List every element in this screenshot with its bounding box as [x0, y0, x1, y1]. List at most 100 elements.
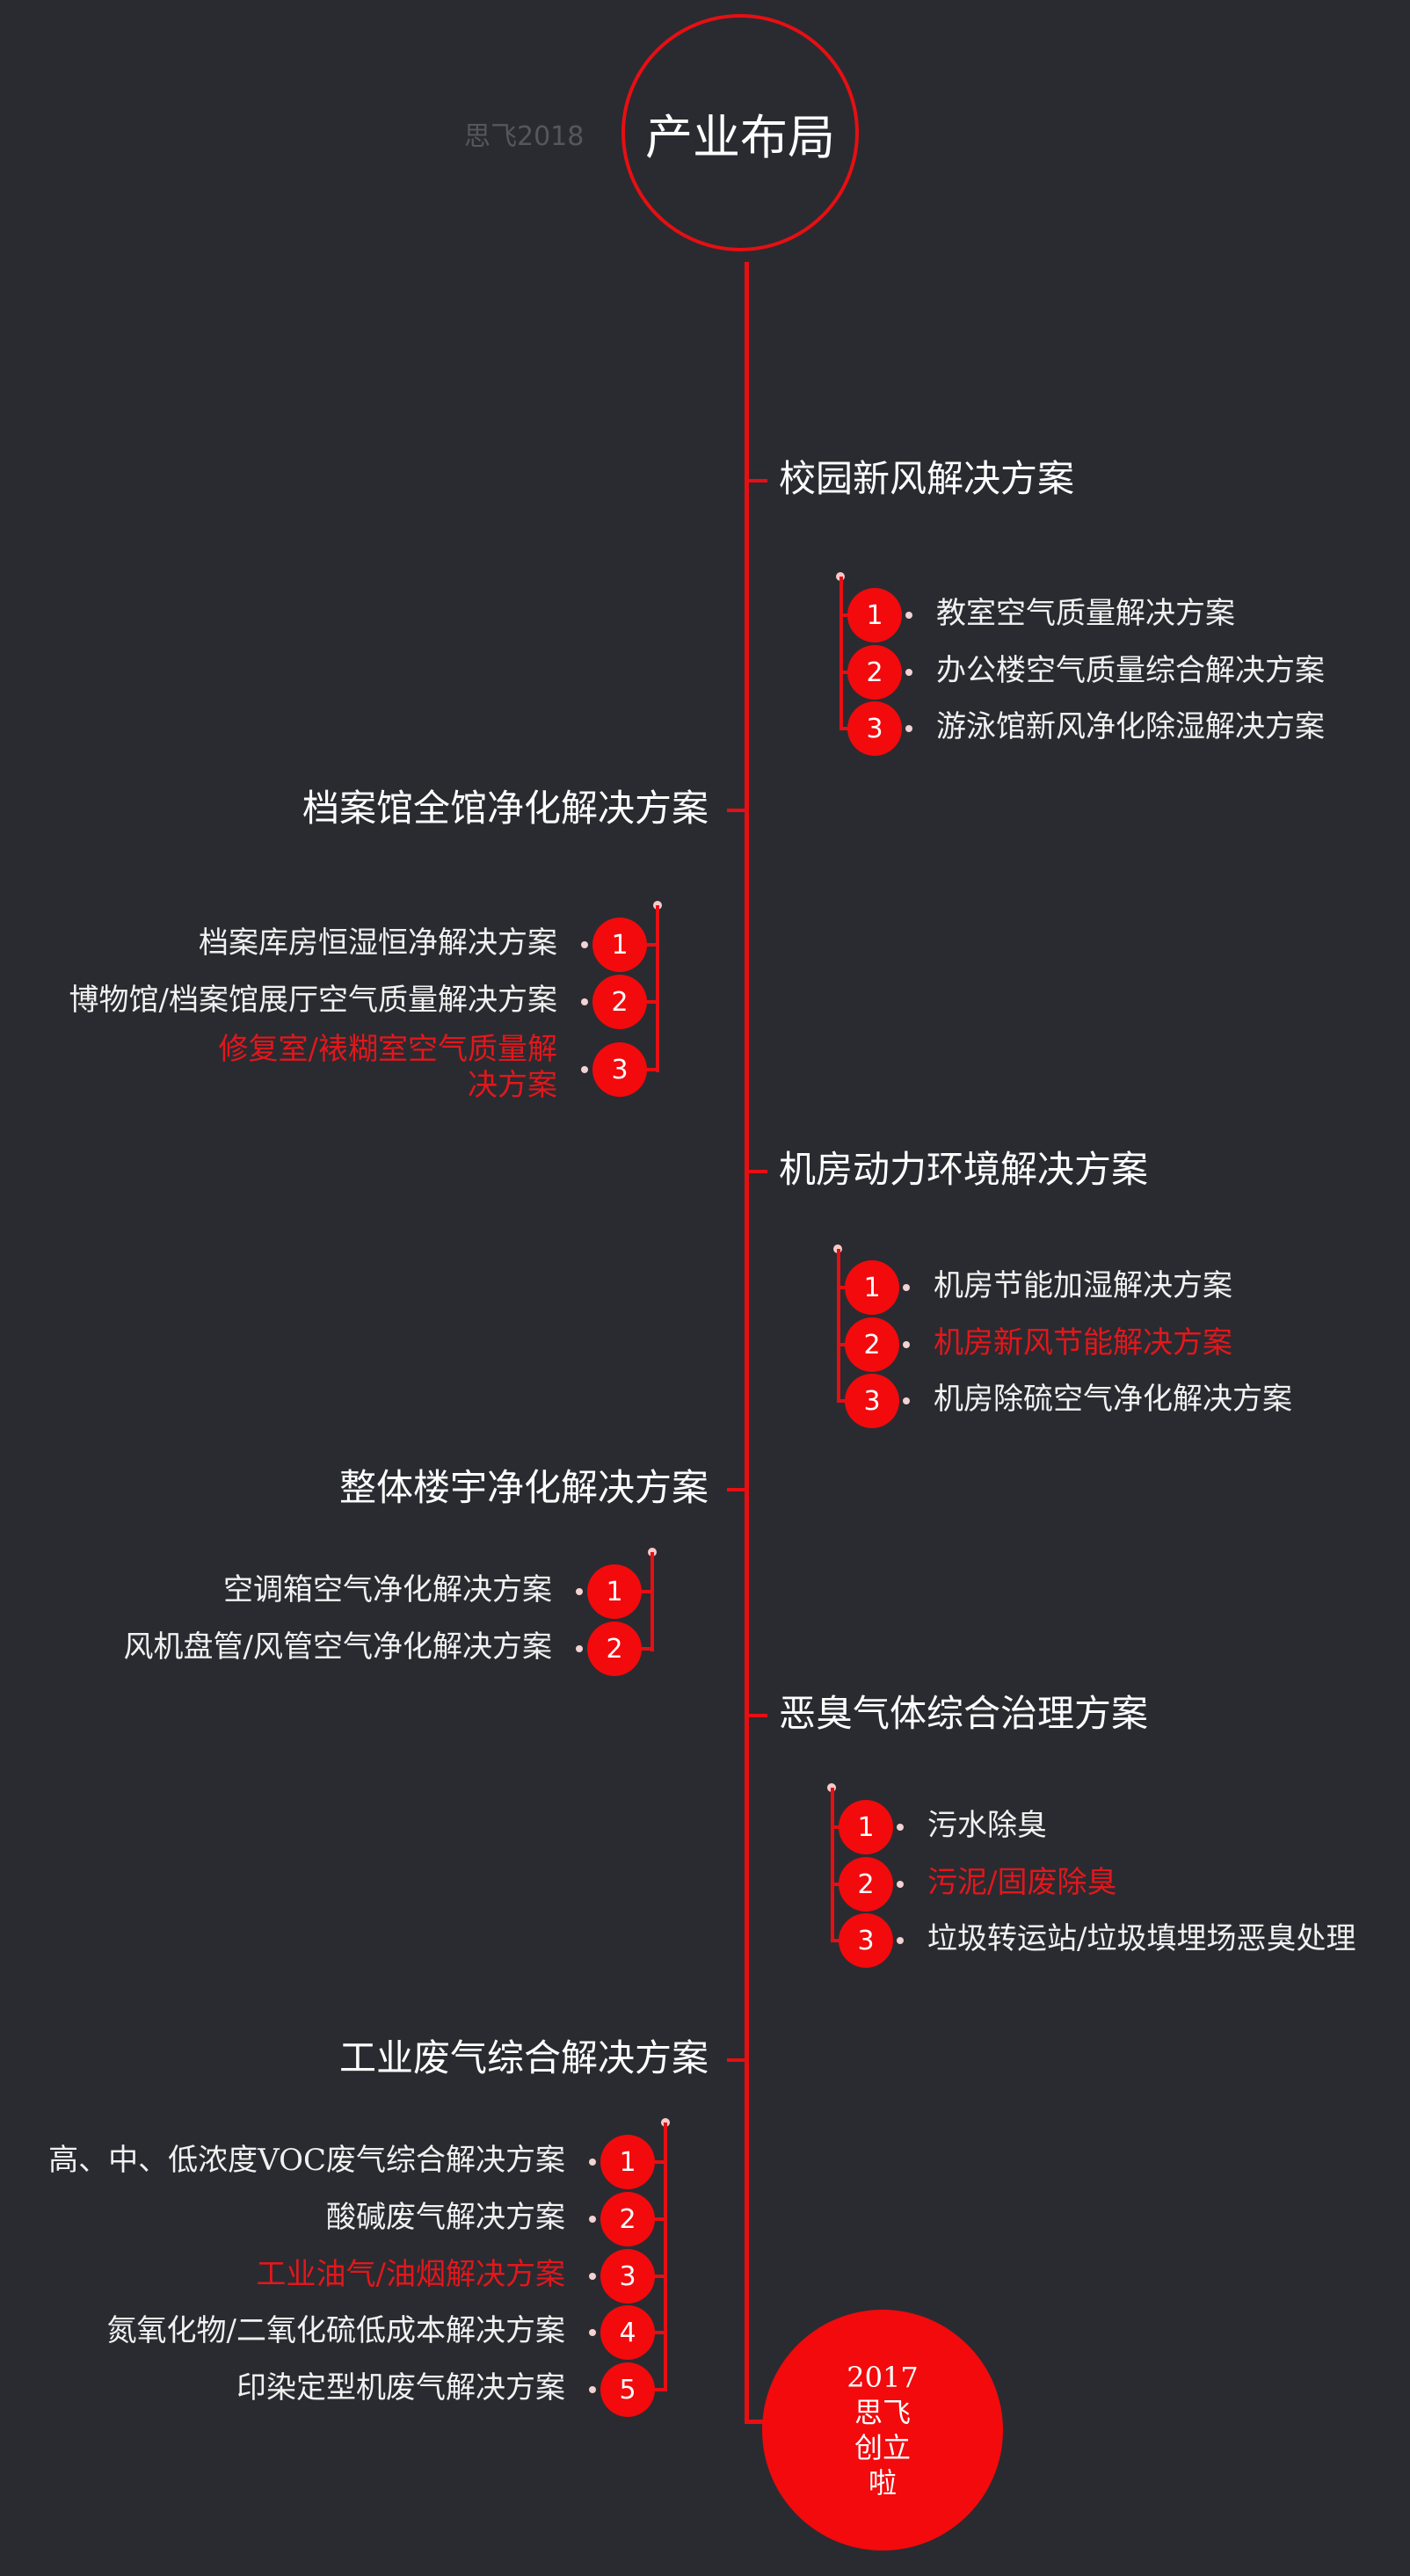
timeline-tick — [727, 2058, 746, 2062]
item-dot — [581, 1066, 588, 1073]
list-item: 机房节能加湿解决方案 — [934, 1268, 1232, 1303]
list-item: 博物馆/档案馆展厅空气质量解决方案 — [69, 983, 557, 1018]
bracket-hook — [839, 671, 850, 674]
footer-text: 创立 — [854, 2431, 911, 2464]
number-badge: 4 — [600, 2305, 655, 2360]
list-item: 办公楼空气质量综合解决方案 — [936, 653, 1325, 688]
number-badge: 2 — [845, 1317, 899, 1372]
item-dot — [576, 1588, 583, 1595]
list-item-highlight: 工业油气/油烟解决方案 — [256, 2257, 565, 2292]
number-badge: 2 — [839, 1857, 893, 1912]
number-badge: 2 — [600, 2192, 655, 2246]
item-dot — [905, 725, 912, 732]
item-dot — [903, 1284, 910, 1291]
number-badge: 1 — [592, 918, 647, 972]
bracket-hook — [837, 1399, 847, 1403]
item-dot — [905, 612, 912, 619]
bracket-line — [664, 2122, 667, 2391]
bracket-line — [837, 1249, 840, 1402]
list-item: 垃圾转运站/垃圾填埋场恶臭处理 — [927, 1921, 1356, 1956]
bracket-line — [839, 577, 843, 729]
footer-text: 啦 — [868, 2466, 897, 2500]
number-badge: 1 — [600, 2135, 655, 2189]
list-item-line: 决方案 — [468, 1067, 557, 1103]
item-dot — [589, 2159, 596, 2166]
header-circle: 产业布局 — [621, 14, 859, 251]
list-item: 教室空气质量解决方案 — [936, 596, 1235, 631]
number-badge: 3 — [845, 1374, 899, 1428]
section-title: 校园新风解决方案 — [779, 457, 1075, 500]
section-title: 恶臭气体综合治理方案 — [779, 1692, 1149, 1735]
watermark: 思飞2018 — [464, 121, 585, 152]
bracket-line — [831, 1788, 834, 1942]
bracket-line — [656, 905, 659, 1072]
number-badge: 3 — [839, 1913, 893, 1968]
number-badge: 5 — [600, 2362, 655, 2417]
number-badge: 1 — [845, 1260, 899, 1315]
timeline-spine — [745, 262, 749, 2424]
item-dot — [905, 669, 912, 676]
number-badge: 3 — [600, 2249, 655, 2304]
bracket-hook — [641, 1647, 651, 1651]
number-badge: 3 — [847, 701, 902, 756]
item-dot — [589, 2329, 596, 2336]
page-title: 产业布局 — [645, 109, 835, 165]
item-dot — [903, 1397, 910, 1404]
bracket-hook — [641, 1590, 651, 1593]
bracket-hook — [839, 727, 850, 730]
item-dot — [897, 1937, 904, 1944]
list-item: 印染定型机废气解决方案 — [236, 2370, 565, 2405]
list-item: 空调箱空气净化解决方案 — [223, 1572, 552, 1607]
bracket-hook — [654, 2388, 665, 2391]
list-item: 风机盘管/风管空气净化解决方案 — [123, 1629, 552, 1665]
footer-circle: 2017 思飞 创立 啦 — [762, 2310, 1003, 2551]
list-item-highlight: 机房新风节能解决方案 — [934, 1325, 1232, 1361]
list-item: 酸碱废气解决方案 — [326, 2200, 565, 2235]
footer-text: 思飞 — [854, 2396, 911, 2429]
item-dot — [589, 2273, 596, 2280]
timeline-tick — [727, 1488, 746, 1491]
section-title: 档案馆全馆净化解决方案 — [302, 787, 709, 830]
number-badge: 3 — [592, 1042, 647, 1097]
bracket-hook — [646, 1068, 657, 1071]
number-badge: 1 — [839, 1800, 893, 1854]
timeline-tick — [748, 1714, 767, 1717]
bracket-hook — [654, 2217, 665, 2221]
item-dot — [576, 1645, 583, 1652]
list-item-highlight: 修复室/裱糊室空气质量解 决方案 — [219, 1032, 557, 1104]
list-item-line: 修复室/裱糊室空气质量解 — [218, 1032, 557, 1067]
bracket-hook — [831, 1825, 841, 1829]
bracket-hook — [654, 2275, 665, 2278]
bracket-hook — [646, 943, 657, 947]
item-dot — [589, 2386, 596, 2393]
number-badge: 2 — [592, 975, 647, 1029]
list-item-highlight: 污泥/固废除臭 — [927, 1865, 1117, 1900]
list-item: 档案库房恒湿恒净解决方案 — [199, 925, 557, 961]
timeline-tick — [748, 479, 767, 483]
section-title: 机房动力环境解决方案 — [779, 1148, 1149, 1191]
item-dot — [903, 1341, 910, 1348]
timeline-tick — [748, 1170, 767, 1173]
bracket-hook — [837, 1343, 847, 1346]
timeline-tick — [727, 809, 746, 812]
item-dot — [897, 1824, 904, 1831]
item-dot — [897, 1881, 904, 1888]
number-badge: 2 — [847, 645, 902, 700]
spine-foot — [745, 2420, 771, 2424]
number-badge: 1 — [587, 1564, 642, 1619]
section-title: 工业废气综合解决方案 — [338, 2036, 709, 2079]
footer-year: 2017 — [847, 2361, 919, 2394]
section-title: 整体楼宇净化解决方案 — [338, 1466, 709, 1509]
list-item: 机房除硫空气净化解决方案 — [934, 1382, 1292, 1417]
number-badge: 2 — [587, 1622, 642, 1676]
list-item: 游泳馆新风净化除湿解决方案 — [936, 709, 1325, 744]
list-item: 污水除臭 — [927, 1808, 1047, 1843]
bracket-hook — [837, 1286, 847, 1289]
bracket-hook — [831, 1883, 841, 1886]
list-item: 氮氧化物/二氧化硫低成本解决方案 — [106, 2313, 565, 2348]
list-item: 高、中、低浓度VOC废气综合解决方案 — [48, 2143, 565, 2178]
number-badge: 1 — [847, 588, 902, 642]
item-dot — [581, 941, 588, 948]
bracket-hook — [839, 613, 850, 617]
bracket-line — [650, 1552, 654, 1651]
